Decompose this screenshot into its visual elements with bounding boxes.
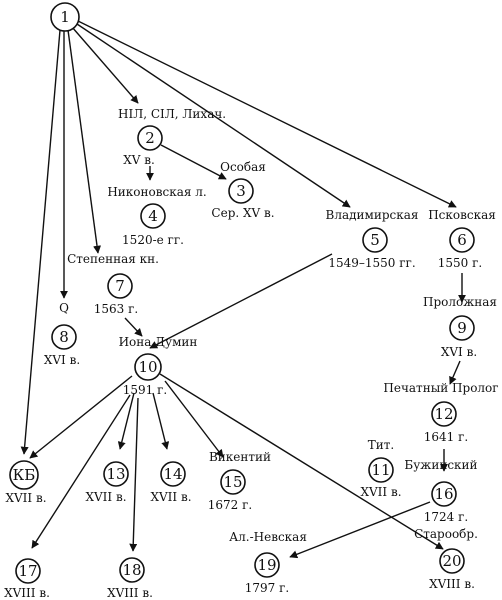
node-20: 20 [439, 548, 465, 574]
node-6: 6 [449, 227, 475, 253]
node-14-number: 14 [163, 465, 182, 483]
edge-1-7 [67, 29, 102, 254]
node-8-date: XVI в. [44, 353, 80, 367]
node-5-name: Владимирская [326, 208, 419, 222]
node-1: 1 [50, 2, 80, 32]
node-18-date: XVIII в. [107, 586, 153, 600]
node-10: 10 [134, 353, 162, 381]
node-3-date: Сер. XV в. [211, 206, 274, 220]
node-20-date: XVIII в. [429, 577, 475, 591]
edge-1-5 [76, 23, 351, 208]
edge-1-6 [77, 20, 457, 208]
node-12: 12 [431, 401, 457, 427]
node-15: 15 [220, 469, 246, 495]
node-18-number: 18 [122, 561, 141, 579]
node-5-number: 5 [370, 231, 380, 249]
node-16: 16 [431, 481, 457, 507]
node-3-name: Особая [220, 160, 266, 174]
node-13: 13 [103, 461, 129, 487]
node-1-number: 1 [60, 8, 70, 26]
node-10-number: 10 [138, 358, 157, 376]
node-17-number: 17 [18, 562, 37, 580]
node-17: 17 [15, 558, 41, 584]
node-20-name: Старообр. [414, 527, 478, 541]
node-18: 18 [119, 557, 145, 583]
node-12-number: 12 [434, 405, 453, 423]
node-5: 5 [362, 227, 388, 253]
edge-10-13 [117, 392, 135, 450]
node-4: 4 [140, 203, 166, 229]
node-KB-number: КБ [13, 466, 36, 484]
node-15-name: Викентий [209, 450, 271, 464]
edge-10-KB [29, 375, 133, 459]
node-14-date: XVII в. [150, 490, 191, 504]
node-13-date: XVII в. [85, 490, 126, 504]
node-3-number: 3 [236, 182, 246, 200]
node-8-name: Q [59, 301, 69, 315]
node-11-number: 11 [371, 461, 390, 479]
node-16-date: 1724 г. [424, 510, 468, 524]
node-9-number: 9 [457, 319, 467, 337]
node-16-number: 16 [434, 485, 453, 503]
node-KB-date: XVII в. [5, 491, 46, 505]
node-12-date: 1641 г. [424, 430, 468, 444]
node-KB: КБ [9, 460, 39, 490]
node-4-number: 4 [148, 207, 158, 225]
edge-9-12 [449, 360, 461, 385]
node-19: 19 [254, 552, 280, 578]
node-9: 9 [449, 315, 475, 341]
node-15-number: 15 [223, 473, 242, 491]
node-9-name: Проложная [423, 295, 497, 309]
node-6-date: 1550 г. [438, 256, 482, 270]
edge-5-10 [149, 253, 333, 349]
node-11-date: XVII в. [360, 485, 401, 499]
node-10-date: 1591 г. [123, 383, 167, 397]
edge-2-3 [160, 144, 227, 180]
node-12-name: Печатный Пролог [383, 381, 498, 395]
node-3: 3 [228, 178, 254, 204]
edges [20, 20, 466, 559]
node-8: 8 [51, 324, 77, 350]
edge-label-to-2: НIЛ, СIЛ, Лихач. [118, 107, 226, 121]
edge-7-10 [124, 317, 143, 337]
node-10-name: Иона Думин [119, 335, 198, 349]
node-19-name: Ал.-Невская [229, 530, 307, 544]
edge-10-17 [31, 394, 131, 549]
node-11: 11 [368, 457, 394, 483]
node-16-name: Бужинский [404, 458, 477, 472]
node-17-date: XVIII в. [4, 586, 50, 600]
node-4-date: 1520-е гг. [122, 233, 184, 247]
node-6-name: Псковская [428, 208, 496, 222]
node-11-name: Тит. [368, 438, 394, 452]
node-19-date: 1797 г. [245, 581, 289, 595]
node-2-number: 2 [145, 129, 155, 147]
node-19-number: 19 [257, 556, 276, 574]
node-9-date: XVI в. [441, 345, 477, 359]
edge-10-15 [164, 380, 224, 458]
edge-10-20 [159, 373, 444, 550]
node-20-number: 20 [442, 552, 461, 570]
edge-10-18 [129, 397, 139, 552]
edge-1-2 [71, 26, 139, 104]
node-4-name: Никоновская л. [107, 185, 206, 199]
edge-16-19 [289, 501, 431, 559]
node-6-number: 6 [457, 231, 467, 249]
node-14: 14 [160, 461, 186, 487]
node-8-number: 8 [59, 328, 69, 346]
node-2: 2 [137, 125, 163, 151]
node-2-date: XV в. [123, 153, 155, 167]
node-13-number: 13 [106, 465, 125, 483]
node-7-date: 1563 г. [94, 302, 138, 316]
edge-10-14 [152, 392, 170, 450]
node-7-number: 7 [115, 277, 125, 295]
node-7-name: Степенная кн. [67, 252, 159, 266]
node-15-date: 1672 г. [208, 498, 252, 512]
node-7: 7 [107, 273, 133, 299]
edge-1-KB [20, 29, 61, 455]
labels: НIЛ, СIЛ, Лихач. XV в. Особая Сер. XV в.… [4, 107, 499, 600]
node-5-date: 1549–1550 гг. [328, 256, 415, 270]
